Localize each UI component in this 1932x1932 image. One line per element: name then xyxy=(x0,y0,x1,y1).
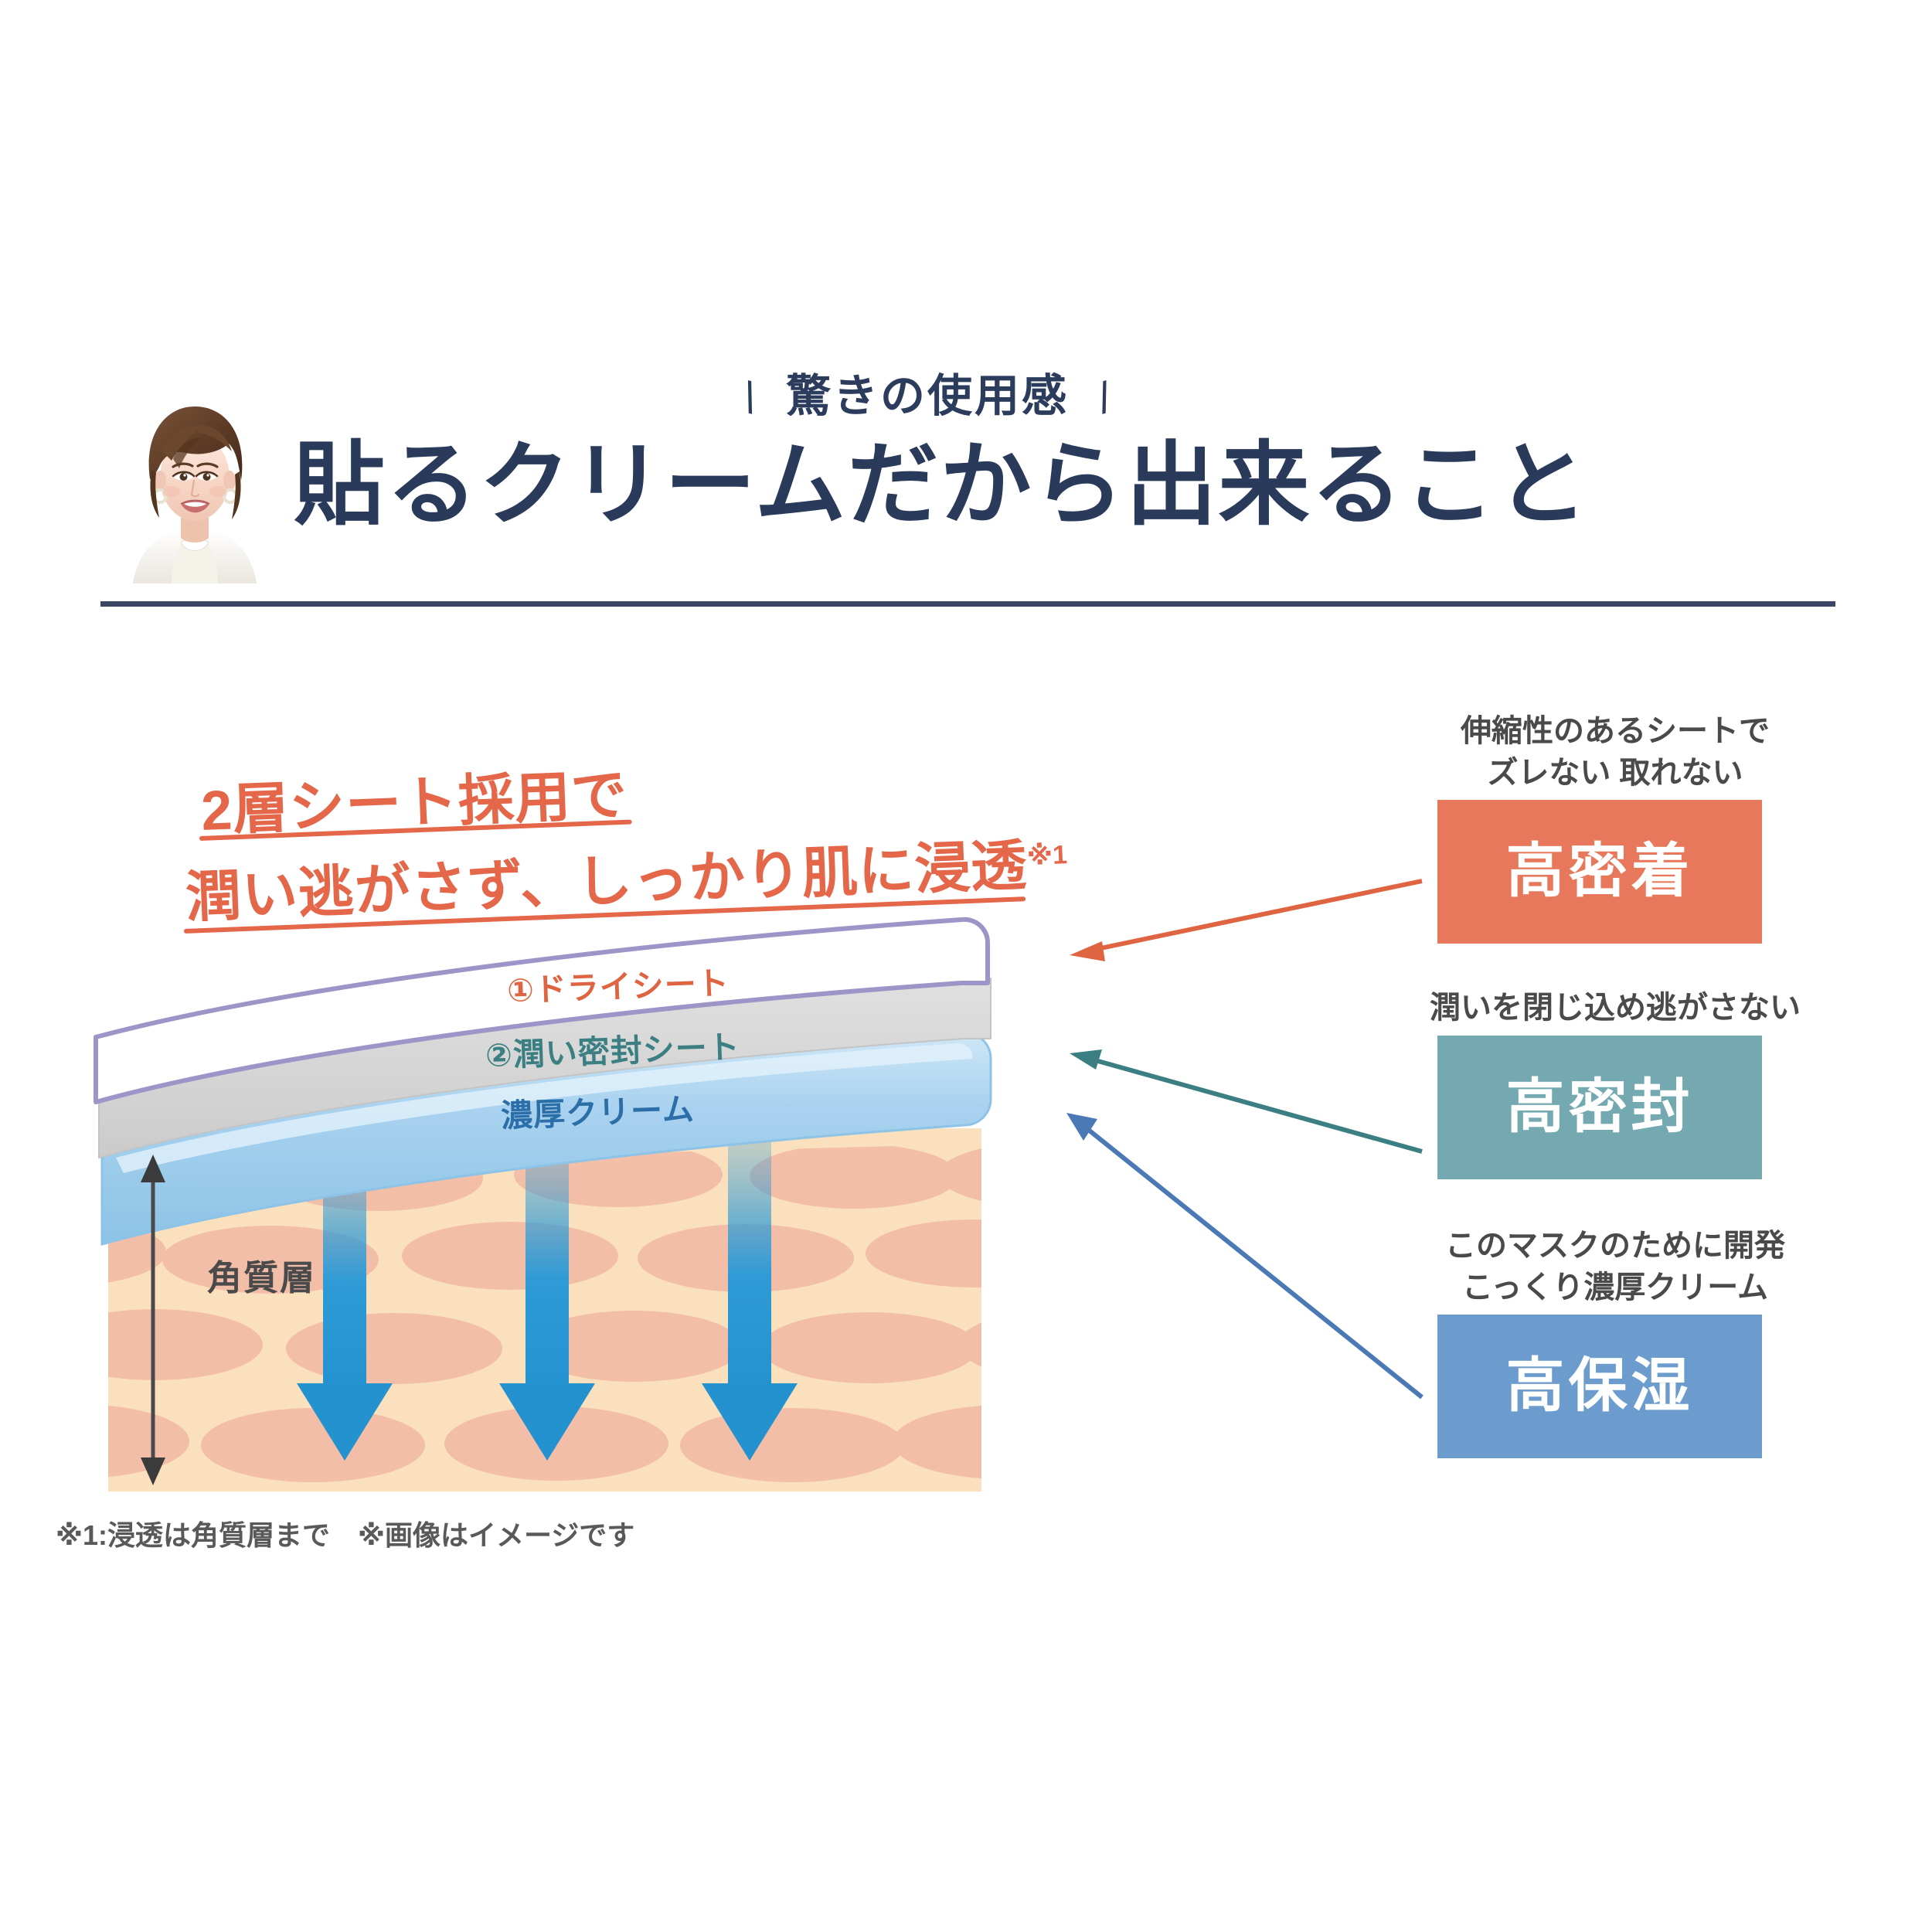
feature-badge: 高密着 xyxy=(1437,800,1762,944)
feature-badge: 高保湿 xyxy=(1437,1315,1762,1459)
feature-caption: このマスクのために開発 こっくり濃厚クリーム xyxy=(1376,1226,1855,1308)
feature-item-kouhoshitsu: このマスクのために開発 こっくり濃厚クリーム 高保湿 xyxy=(1376,1226,1855,1459)
eyebrow-row: \驚きの使用感/ xyxy=(294,371,1561,423)
feature-caption: 伸縮性のあるシートで ズレない 取れない xyxy=(1376,711,1855,794)
page-title: 貼るクリームだから出来ること xyxy=(294,434,1590,536)
feature-caption-line: このマスクのために開発 xyxy=(1445,1229,1785,1263)
stratum-corneum-label: 角質層 xyxy=(207,1258,317,1298)
feature-item-koumippu: 潤いを閉じ込め逃がさない 高密封 xyxy=(1376,988,1855,1179)
portrait-illustration xyxy=(125,379,264,583)
diagram-svg xyxy=(94,917,992,1492)
feature-caption-line: 潤いを閉じ込め逃がさない xyxy=(1430,991,1801,1025)
eyebrow-label: 驚きの使用感 xyxy=(785,371,1069,421)
cross-section-diagram: ①ドライシート ②潤い密封シート 濃厚クリーム 角質層 xyxy=(93,873,1252,1515)
feature-caption-line: ズレない 取れない xyxy=(1487,755,1743,790)
layer-label-dry-sheet: ①ドライシート xyxy=(506,964,730,1009)
page-header: \驚きの使用感/ 貼るクリームだから出来ること xyxy=(0,363,1932,618)
footnote: ※1:浸透は角質層まで ※画像はイメージです xyxy=(56,1519,635,1551)
header-text-block: \驚きの使用感/ 貼るクリームだから出来ること xyxy=(294,363,1762,595)
feature-badge-label: 高密着 xyxy=(1505,838,1694,905)
feature-item-koumicchaku: 伸縮性のあるシートで ズレない 取れない 高密着 xyxy=(1376,711,1855,944)
stratum-corneum-measure xyxy=(141,1155,165,1485)
layer-dry-sheet xyxy=(94,917,991,1104)
feature-caption-line: こっくり濃厚クリーム xyxy=(1462,1270,1768,1304)
spokesperson-portrait xyxy=(125,379,264,583)
feature-list: 伸縮性のあるシートで ズレない 取れない 高密着 潤いを閉じ込め逃がさない 高密… xyxy=(1376,711,1855,1530)
layer-label-seal-sheet: ②潤い密封シート xyxy=(485,1029,741,1073)
layer-label-cream: 濃厚クリーム xyxy=(500,1091,696,1134)
feature-caption-line: 伸縮性のあるシートで xyxy=(1461,714,1770,748)
feature-caption: 潤いを閉じ込め逃がさない xyxy=(1376,988,1855,1029)
orange-headline-superscript: ※1 xyxy=(1026,840,1068,872)
header-divider xyxy=(100,601,1835,607)
feature-badge-label: 高密封 xyxy=(1505,1073,1694,1140)
feature-badge: 高密封 xyxy=(1437,1035,1762,1179)
feature-badge-label: 高保湿 xyxy=(1505,1353,1694,1420)
